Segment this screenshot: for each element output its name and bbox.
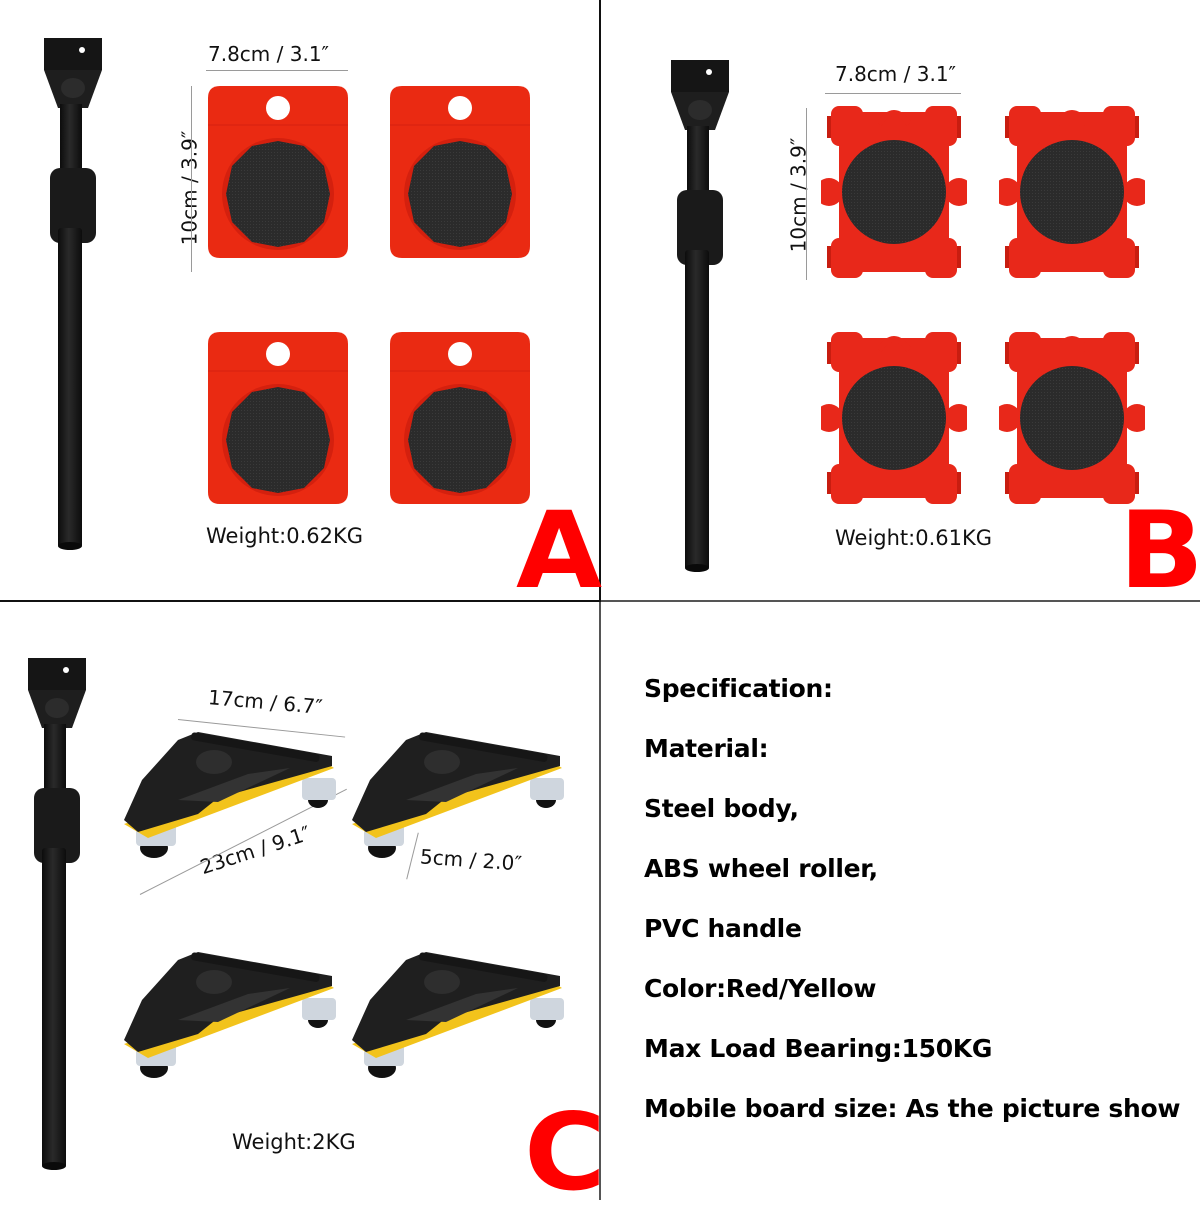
triangle-caster-icon (346, 728, 578, 860)
triangle-caster-icon (346, 948, 578, 1080)
panel-option-a: 7.8cm / 3.1″ 10cm / 3.9″ Weight:0.62KG A (0, 0, 602, 604)
divider-horizontal-left (0, 600, 1200, 602)
specification-list: Specification: Material: Steel body, ABS… (644, 674, 1180, 1154)
panel-option-b: 7.8cm / 3.1″ 10cm / 3.9″ Weight:0.61KG B (601, 0, 1200, 604)
width-dimension-line (206, 70, 348, 71)
weight-label: Weight:0.61KG (835, 526, 993, 550)
width-dimension-label: 7.8cm / 3.1″ (835, 62, 957, 86)
spec-heading: Specification: (644, 674, 833, 703)
lifter-handle-icon (16, 658, 96, 1178)
spec-color: Color:Red/Yellow (644, 974, 877, 1003)
top-dimension-label: 17cm / 6.7″ (207, 685, 324, 719)
height-dimension-label: 10cm / 3.9″ (177, 130, 202, 246)
spec-material-wheel: ABS wheel roller, (644, 854, 878, 883)
wheeled-red-pad-icon (999, 332, 1145, 504)
height-dimension-line (806, 108, 807, 280)
triangle-caster-icon (118, 948, 350, 1080)
spec-max-load: Max Load Bearing:150KG (644, 1034, 993, 1063)
flat-red-pad-icon (390, 86, 530, 258)
lifter-handle-icon (32, 38, 112, 558)
lifter-handle-icon (659, 60, 739, 580)
panel-option-c: 17cm / 6.7″ 23cm / 9.1″ 5cm / 2.0″ Weigh… (0, 602, 606, 1206)
divider-vertical-bottom (599, 602, 601, 1200)
spec-material-handle: PVC handle (644, 914, 802, 943)
spec-material-heading: Material: (644, 734, 769, 763)
flat-red-pad-icon (390, 332, 530, 504)
flat-red-pad-icon (208, 86, 348, 258)
spec-board-size: Mobile board size: As the picture show (644, 1094, 1181, 1123)
wheeled-red-pad-icon (821, 106, 967, 278)
triangle-caster-icon (118, 728, 350, 860)
option-letter: C (524, 1091, 606, 1214)
wheeled-red-pad-icon (821, 332, 967, 504)
option-letter: A (515, 489, 602, 612)
height-dimension-line (191, 86, 192, 272)
flat-red-pad-icon (208, 332, 348, 504)
weight-label: Weight:0.62KG (206, 524, 364, 548)
spec-material-body: Steel body, (644, 794, 799, 823)
wheeled-red-pad-icon (999, 106, 1145, 278)
width-dimension-label: 7.8cm / 3.1″ (208, 42, 330, 66)
width-dimension-line (825, 93, 961, 94)
specification-panel: Specification: Material: Steel body, ABS… (601, 602, 1199, 1200)
option-letter: B (1119, 489, 1200, 612)
weight-label: Weight:2KG (232, 1130, 356, 1154)
divider-horizontal-right (601, 600, 1200, 602)
